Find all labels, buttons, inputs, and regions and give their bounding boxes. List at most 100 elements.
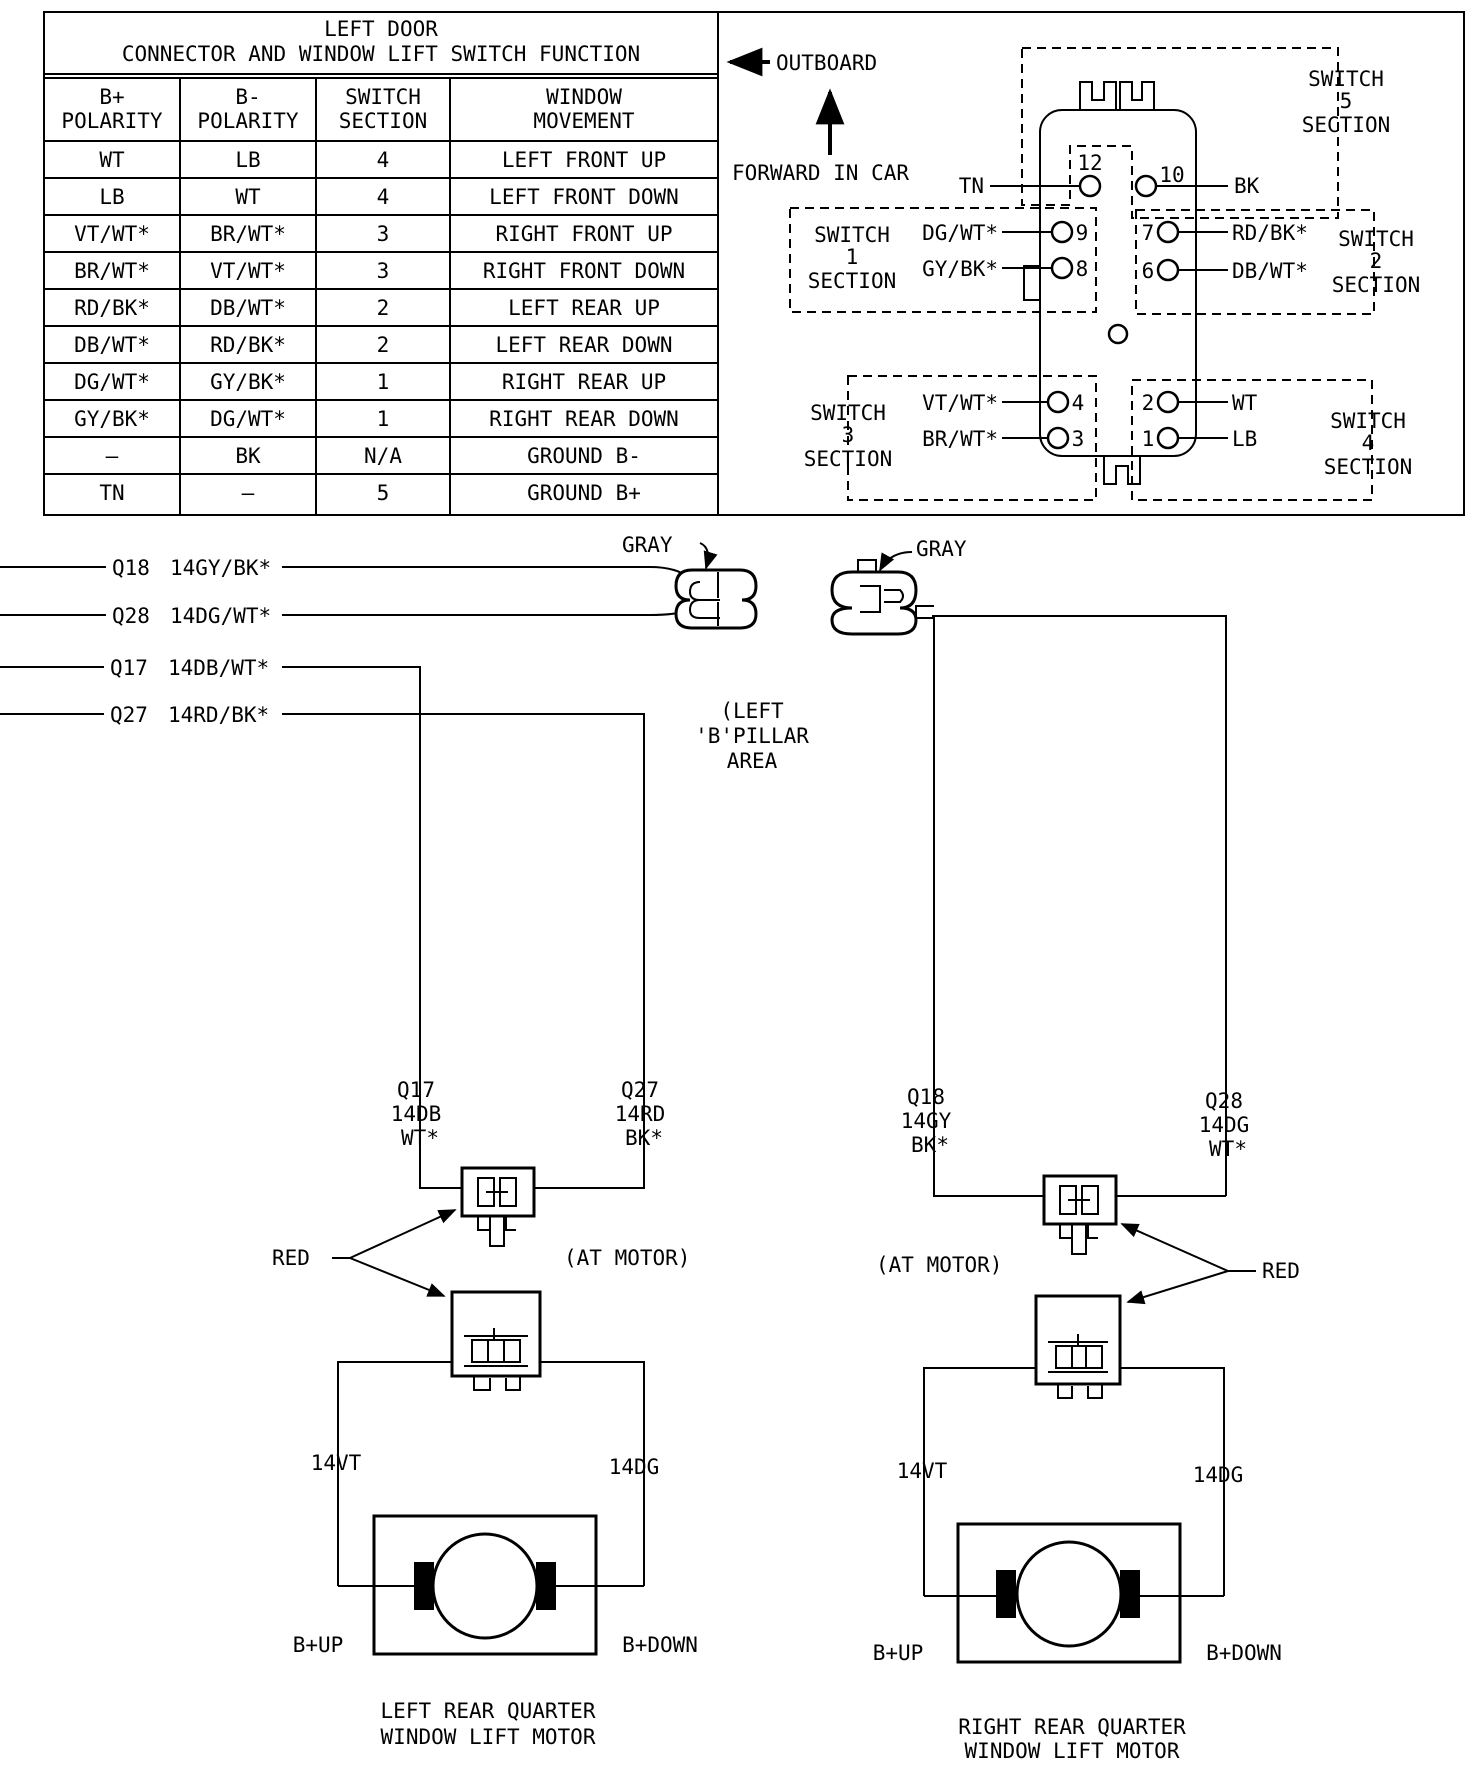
pin-8: 8 GY/BK*: [922, 256, 1089, 281]
table-cell: DG/WT*: [210, 407, 286, 431]
table-cell: GY/BK*: [210, 370, 286, 394]
table-cell: BR/WT*: [210, 222, 286, 246]
right-motor-icon: [924, 1522, 1224, 1664]
col-header-b-plus: B+: [99, 85, 124, 109]
table-cell: GROUND B+: [527, 481, 641, 505]
table-cell: RD/BK*: [210, 333, 286, 357]
left-motor-name-line1: LEFT REAR QUARTER: [381, 1699, 596, 1723]
circuit-q28: Q28 14DG/WT*: [0, 604, 691, 628]
table-cell: LEFT FRONT UP: [502, 148, 666, 172]
table-cell: TN: [99, 481, 124, 505]
pin-9: 9 DG/WT*: [922, 220, 1088, 245]
wire-q28-right: [932, 615, 1227, 1196]
left-motor-connector: [450, 1290, 542, 1391]
left-wire-b-color: BK*: [625, 1126, 663, 1150]
table-cell: —: [106, 444, 119, 468]
pin-number: 8: [1076, 257, 1089, 281]
pin-number: 7: [1142, 221, 1155, 245]
table-cell: BR/WT*: [74, 259, 150, 283]
pillar-connectors: GRAY GRAY (LEFT 'B'PILLAR AREA: [622, 533, 1227, 1196]
pillar-area-line2: 'B'PILLAR: [695, 724, 809, 748]
table-cell: DB/WT*: [210, 296, 286, 320]
right-motor-name-line2: WINDOW LIFT MOTOR: [965, 1739, 1180, 1763]
table-cell: 4: [377, 185, 390, 209]
left-wire-a-color: WT*: [401, 1126, 439, 1150]
section-2-number: 2: [1370, 249, 1383, 273]
section-5-label: SWITCH: [1308, 67, 1384, 91]
left-at-motor-label: (AT MOTOR): [564, 1246, 690, 1270]
col-header-b-minus-polarity: POLARITY: [197, 109, 299, 133]
section-5-outline: [1021, 47, 1339, 219]
right-red-label: RED: [1262, 1259, 1300, 1283]
table-cell: DG/WT*: [74, 370, 150, 394]
table-cell: N/A: [364, 444, 402, 468]
table-cell: —: [242, 481, 255, 505]
circuit-gauge-color: 14RD/BK*: [168, 703, 269, 727]
circuit-gauge-color: 14DG/WT*: [170, 604, 271, 628]
left-lead-vt: [337, 1361, 452, 1586]
col-header-window: WINDOW: [546, 85, 622, 109]
left-red-label: RED: [272, 1246, 310, 1270]
pin-number: 3: [1072, 427, 1085, 451]
left-lead-a-label: 14VT: [311, 1451, 362, 1475]
wire-q18-right: [916, 617, 935, 1014]
pin-10: 10 BK: [1134, 163, 1260, 198]
left-lead-b-label: 14DG: [609, 1455, 660, 1479]
pin-3: 3 BR/WT*: [922, 426, 1085, 451]
table-cell: 4: [377, 148, 390, 172]
section-4-label-2: SECTION: [1324, 455, 1413, 479]
circuit-q17: Q17 14DB/WT*: [0, 656, 476, 1189]
left-wire-a-gauge: 14DB: [391, 1102, 442, 1126]
section-2-outline: [1135, 209, 1375, 315]
col-header-section: SECTION: [339, 109, 428, 133]
section-3-label-2: SECTION: [804, 447, 893, 471]
table-cell: 2: [377, 333, 390, 357]
table-cell: 3: [377, 222, 390, 246]
section-4-number: 4: [1362, 431, 1375, 455]
section-1-number: 1: [846, 245, 859, 269]
section-1-outline: [789, 207, 1097, 313]
col-header-b-plus-polarity: POLARITY: [61, 109, 163, 133]
right-harness-connector: [1042, 1174, 1118, 1255]
outboard-label: OUTBOARD: [776, 51, 877, 75]
left-wire-b-gauge: 14RD: [615, 1102, 666, 1126]
pin-7: 7 RD/BK*: [1142, 220, 1308, 245]
right-motor-connector: [1034, 1294, 1122, 1399]
section-5-label-2: SECTION: [1302, 113, 1391, 137]
col-header-b-minus: B-: [235, 85, 260, 109]
col-header-movement: MOVEMENT: [533, 109, 635, 133]
section-2-label: SWITCH: [1338, 227, 1414, 251]
pin-number: 2: [1142, 391, 1155, 415]
table-cell: WT: [235, 185, 261, 209]
left-motor-icon: [338, 1514, 644, 1656]
right-wire-a-id: Q18: [907, 1085, 945, 1109]
pin-number: 4: [1072, 391, 1085, 415]
circuit-gauge-color: 14DB/WT*: [168, 656, 269, 680]
pin-4: 4 VT/WT*: [922, 390, 1085, 415]
table-cell: BK: [235, 444, 261, 468]
right-wire-b-id: Q28: [1205, 1089, 1243, 1113]
table-cell: LEFT REAR UP: [508, 296, 660, 320]
pin-2: 2 WT: [1142, 390, 1258, 415]
row-dividers: [44, 177, 718, 475]
pin-number: 12: [1077, 151, 1102, 175]
pin-wire-color: DB/WT*: [1232, 259, 1308, 283]
section-1-label: SWITCH: [814, 223, 890, 247]
section-4-label: SWITCH: [1330, 409, 1406, 433]
table-cell: 2: [377, 296, 390, 320]
right-wire-a-color: BK*: [911, 1133, 949, 1157]
circuit-id: Q17: [110, 656, 148, 680]
table-cell: 5: [377, 481, 390, 505]
section-3-label: SWITCH: [810, 401, 886, 425]
pillar-area-line3: AREA: [727, 749, 778, 773]
table-cell: LB: [235, 148, 260, 172]
pin-wire-color: LB: [1232, 427, 1257, 451]
right-motor-assembly: Q18 14GY BK* Q28 14DG WT* (AT MOTOR) RED: [873, 1014, 1300, 1763]
gray-label-left: GRAY: [622, 533, 673, 557]
table-cell: GROUND B-: [527, 444, 641, 468]
circuit-id: Q27: [110, 703, 148, 727]
pin-1: 1 LB: [1142, 426, 1257, 451]
circuit-q27: Q27 14RD/BK*: [0, 703, 645, 1189]
pin-12: 12 TN: [959, 151, 1103, 198]
right-at-motor-label: (AT MOTOR): [876, 1253, 1002, 1277]
